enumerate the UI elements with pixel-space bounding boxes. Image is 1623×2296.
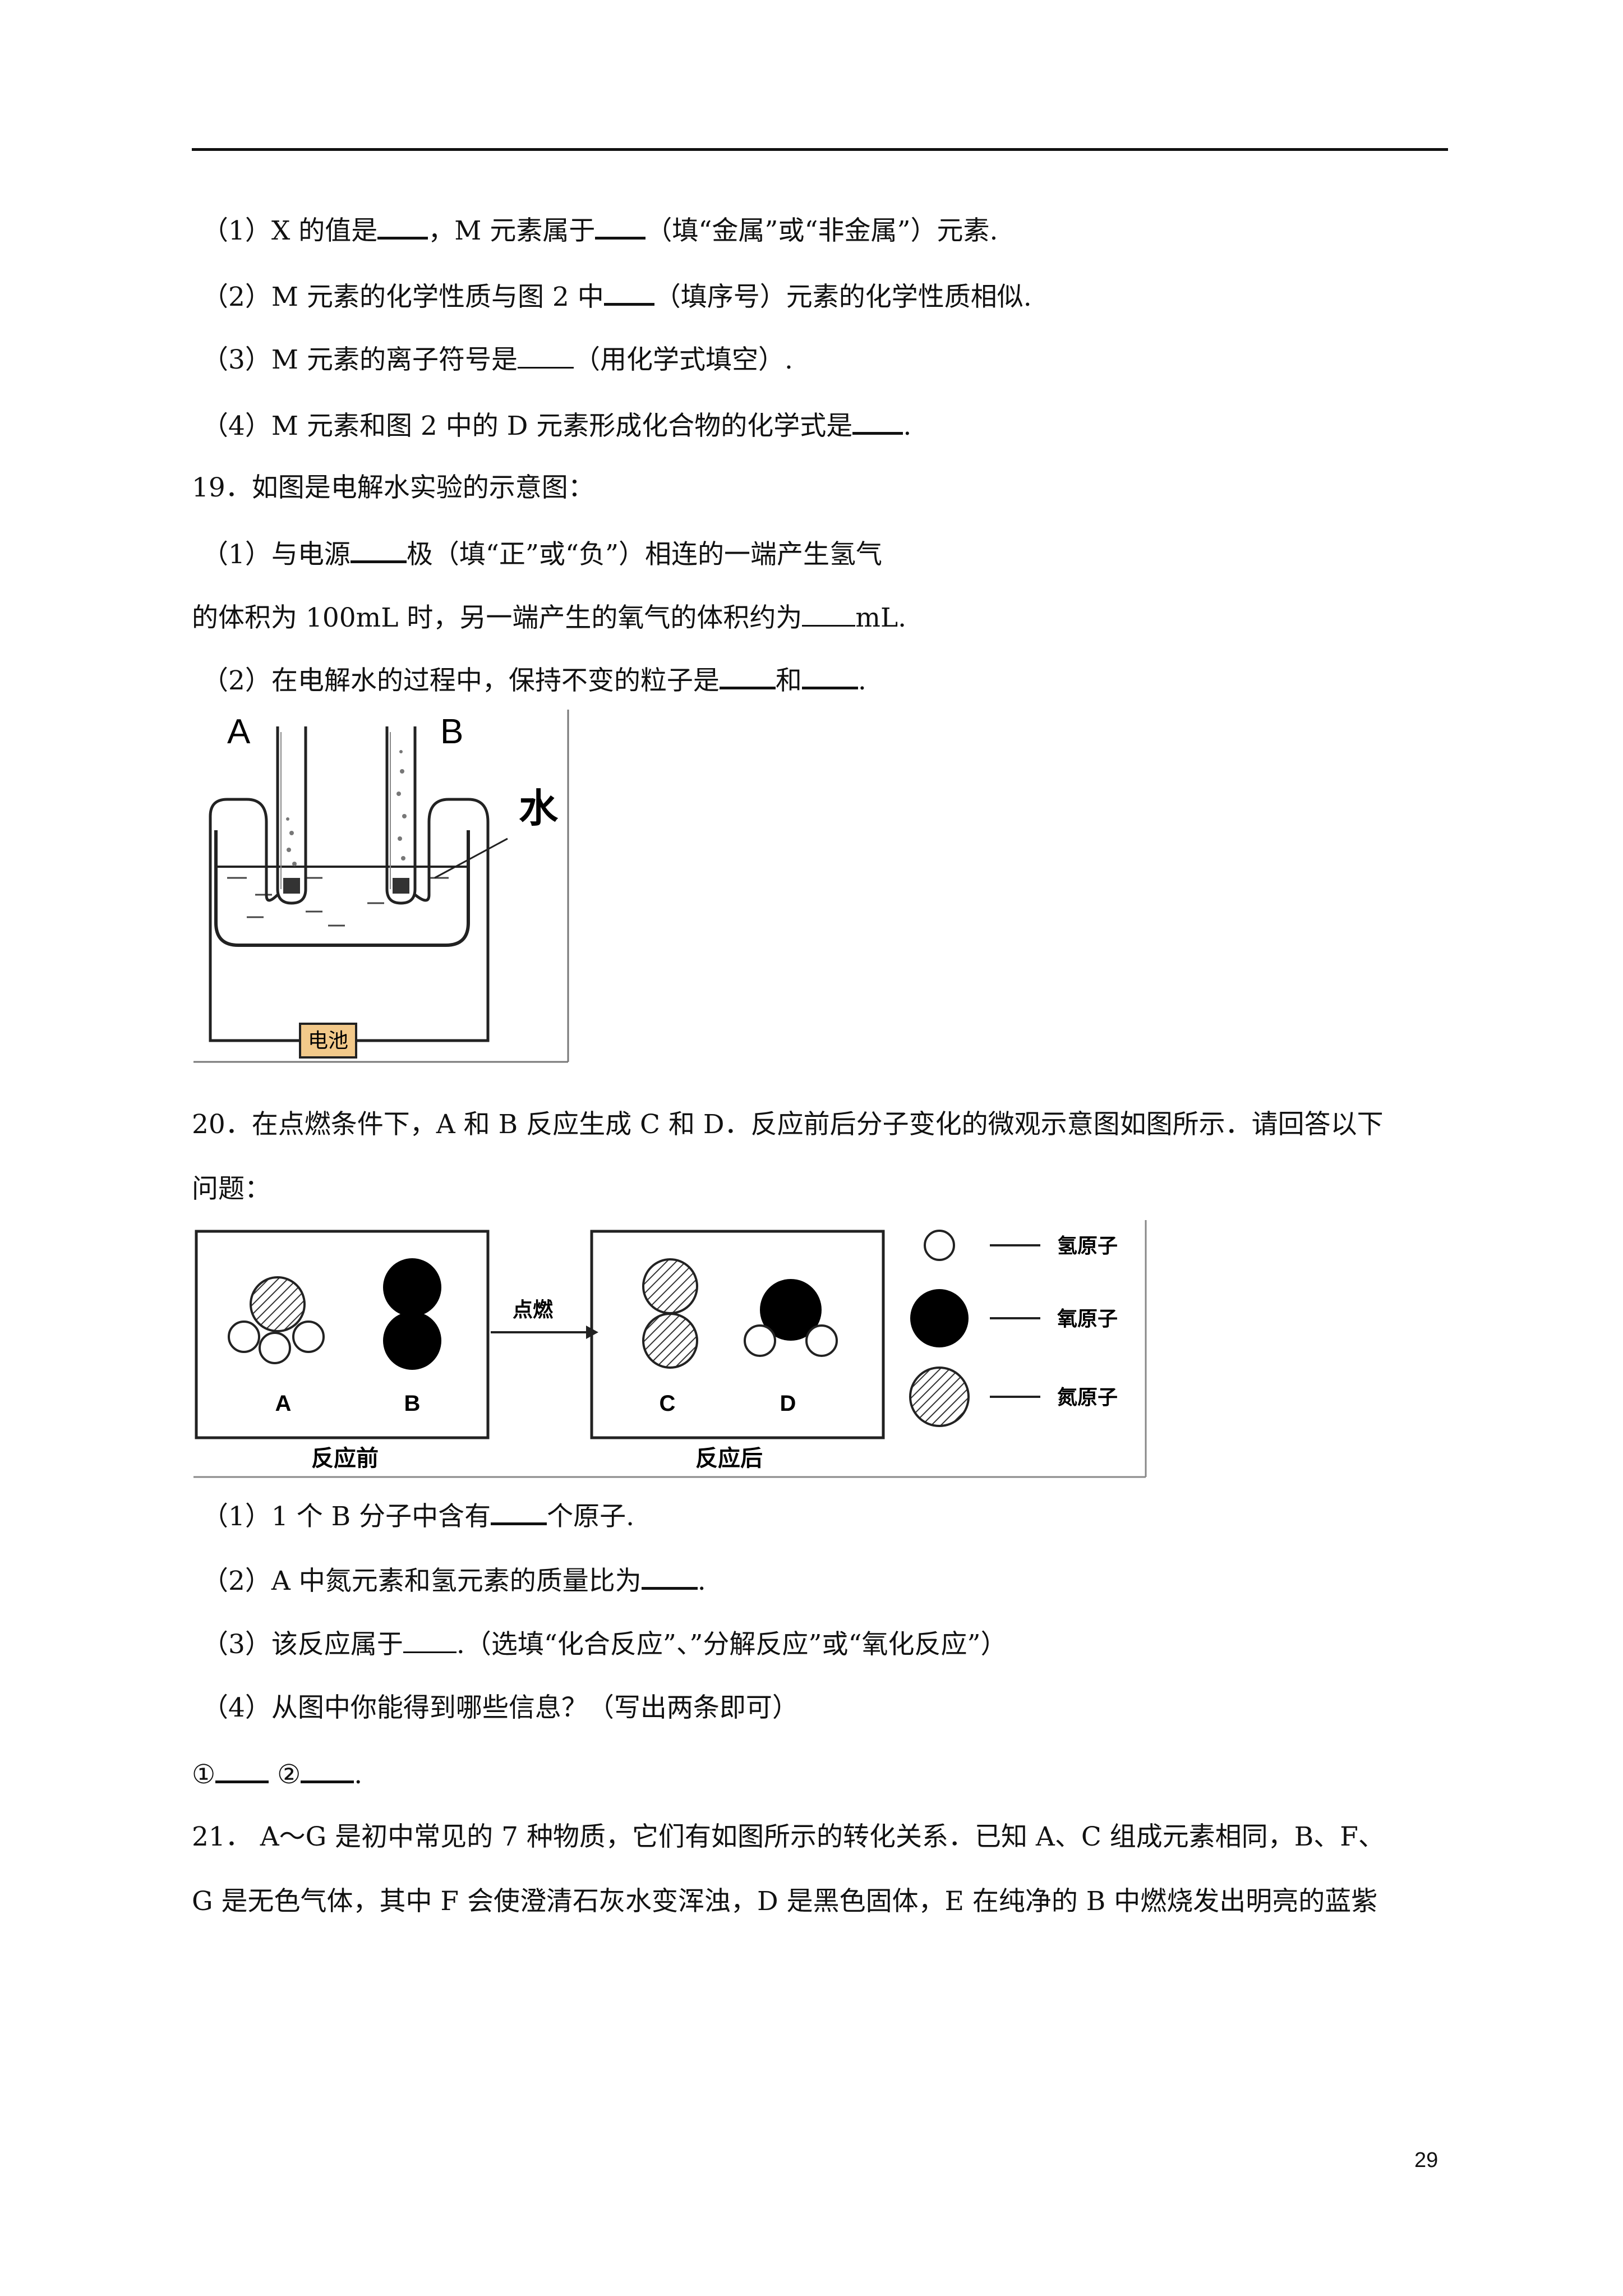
molecule-a [228,1276,325,1364]
q18-part4: （4）M 元素和图 2 中的 D 元素形成化合物的化学式是. [202,407,911,443]
battery [299,1023,357,1059]
header-rule [192,148,1448,151]
svg-text:氧原子: 氧原子 [1057,1308,1118,1331]
water-trough [214,830,470,947]
answer-blank[interactable] [802,600,856,627]
answer-blank[interactable] [641,1562,698,1590]
molecule-d [744,1279,838,1357]
legend-nitrogen: 氮原子 [909,1366,1118,1427]
label-ignite: 点燃 [513,1299,554,1322]
electrode-a [283,878,300,894]
q19-stem: 19．如图是电解水实验的示意图： [192,472,594,503]
legend-hydrogen: 氢原子 [924,1230,1118,1261]
q18-part3: （3）M 元素的离子符号是（用化学式填空）. [202,342,793,377]
label-before: 反应前 [311,1446,379,1471]
label-mol-d: D [780,1391,796,1416]
label-mol-a: A [275,1391,292,1416]
answer-blank[interactable] [491,1498,547,1525]
after-box [590,1230,885,1439]
q20-part3: （3）该反应属于.（选填“化合反应”、”分解反应”或“氧化反应”） [202,1627,1007,1662]
label-b: B [440,712,463,751]
q19-part1: （1）与电源极（填“正”或“负”）相连的一端产生氢气 [202,536,882,572]
svg-text:氮原子: 氮原子 [1057,1386,1118,1409]
answer-blank[interactable] [301,1756,354,1783]
answer-blank[interactable] [603,278,654,306]
q18-part1: （1）X 的值是，M 元素属于（填“金属”或“非金属”）元素. [202,212,998,248]
q20-part4: （4）从图中你能得到哪些信息？（写出两条即可） [202,1692,799,1723]
answer-blank[interactable] [377,212,428,240]
q19-part2: （2）在电解水的过程中，保持不变的粒子是和. [202,662,866,698]
q21-line-2: G 是无色气体，其中 F 会使澄清石灰水变浑浊，D 是黑色固体，E 在纯净的 B… [192,1886,1378,1917]
wire [356,822,490,1042]
answer-blank[interactable] [801,662,858,689]
answer-blank[interactable] [215,1756,269,1783]
answer-blank[interactable] [517,342,574,369]
test-tube-a [276,726,307,905]
q20-answers: ① ②. [192,1756,362,1792]
q20-part1: （1）1 个 B 分子中含有个原子. [202,1498,634,1534]
answer-blank[interactable] [852,407,903,435]
answer-blank[interactable] [595,212,646,240]
answer-blank[interactable] [719,662,776,689]
reaction-microscopic-diagram: A B 反应前 点燃 C D 反应后 氢原子 氧原子 氮原子 [193,1220,1147,1478]
label-after: 反应后 [695,1446,763,1471]
water-pointer [434,838,508,879]
legend-oxygen: 氧原子 [910,1289,1118,1347]
label-a: A [227,712,251,751]
water-ripples [227,877,449,927]
wire [209,798,279,902]
electrode-b [393,878,409,894]
svg-text:氢原子: 氢原子 [1057,1235,1118,1258]
q18-part2: （2）M 元素的化学性质与图 2 中（填序号）元素的化学性质相似. [202,278,1032,314]
q20-part2: （2）A 中氮元素和氢元素的质量比为. [202,1562,706,1598]
q20-stem-1: 20．在点燃条件下，A 和 B 反应生成 C 和 D．反应前后分子变化的微观示意… [192,1109,1384,1140]
label-water: 水 [519,785,559,831]
before-box [195,1230,490,1439]
test-tube-b [385,726,417,905]
molecule-b [383,1258,441,1370]
answer-blank[interactable] [403,1627,457,1653]
electrolysis-diagram: A B 水 电池 [193,710,569,1063]
wire [414,798,490,902]
page-number: 29 [1414,2148,1438,2172]
answer-blank[interactable] [350,536,407,563]
label-mol-b: B [404,1391,421,1416]
q20-stem-2: 问题： [192,1174,271,1204]
label-battery: 电池 [308,1029,348,1052]
gas-bubbles [286,750,407,866]
molecule-c [642,1258,698,1369]
q21-line-1: 21． A～G 是初中常见的 7 种物质，它们有如图所示的转化关系．已知 A、C… [192,1821,1385,1852]
wire [209,816,300,1042]
label-mol-c: C [660,1391,676,1416]
